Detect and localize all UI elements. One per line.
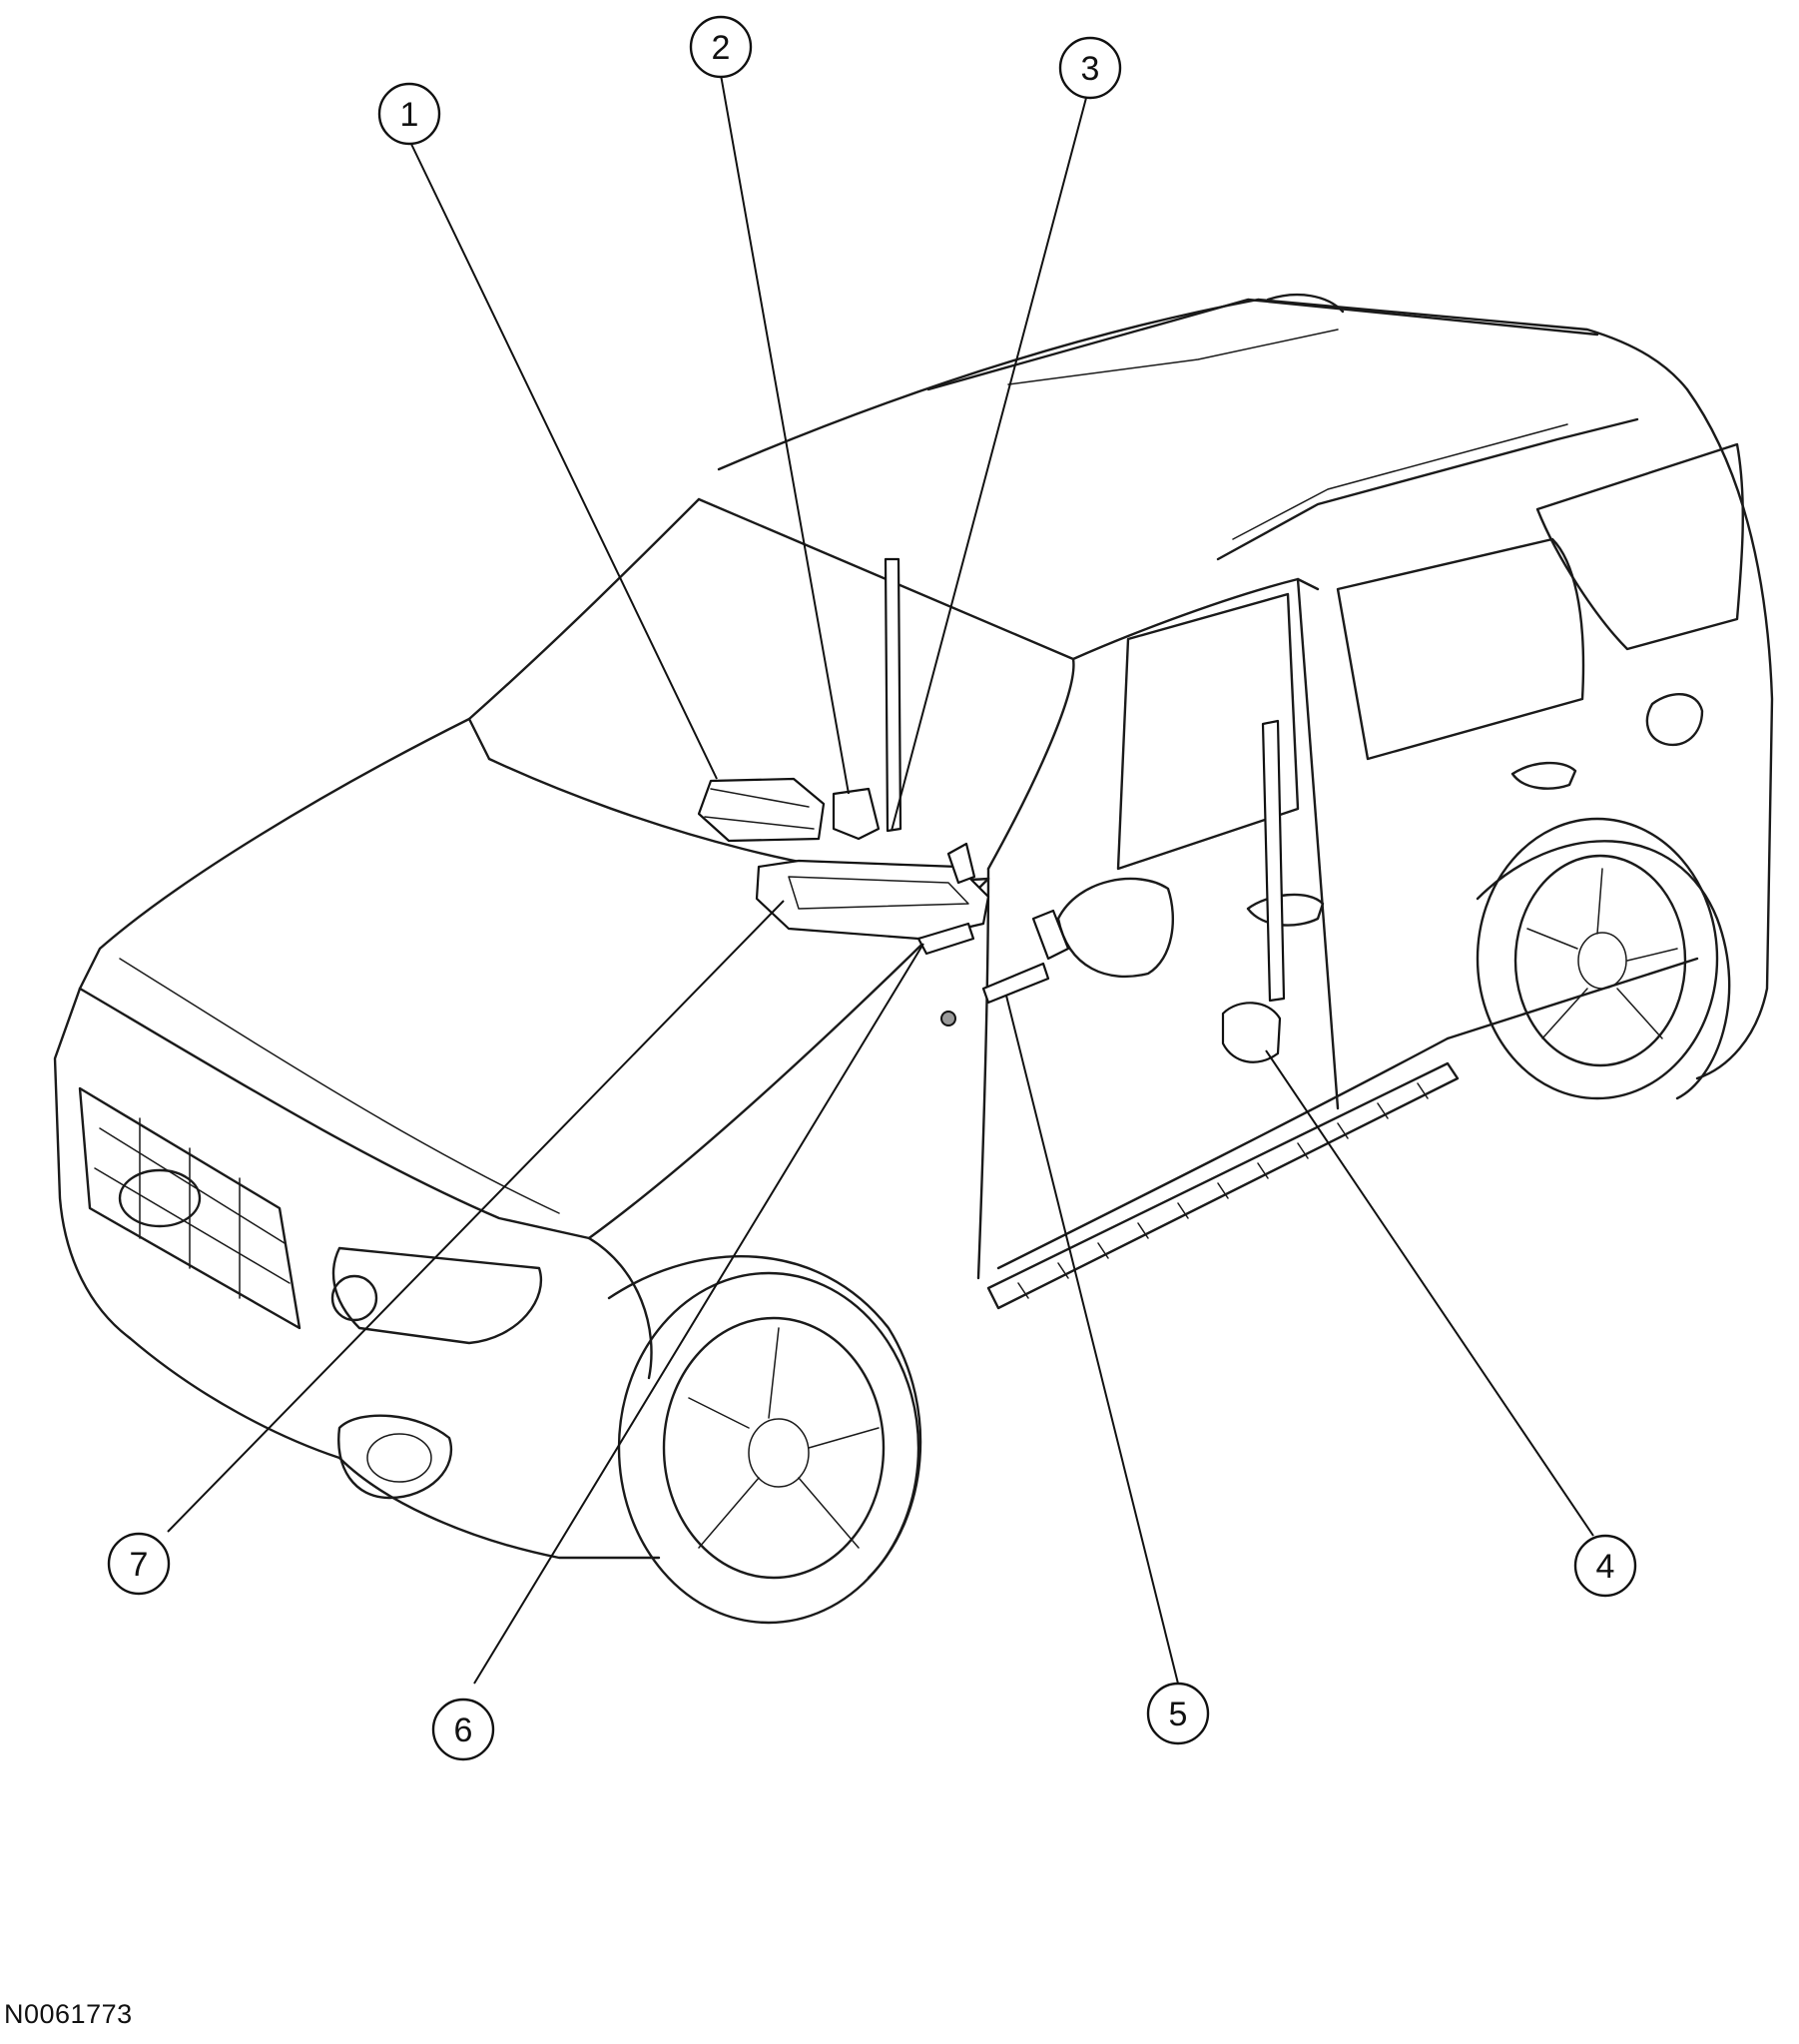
seat-belt-pillar: [884, 557, 902, 833]
leader-line-6: [473, 943, 924, 1685]
rear-seat-belt-retractor: [1221, 1002, 1282, 1063]
running-board-treads: [1017, 1082, 1429, 1299]
callout-label-3: 3: [1081, 50, 1100, 88]
callout-3: 3: [1058, 36, 1122, 100]
callout-7: 7: [107, 1532, 171, 1596]
vehicle-outline: [53, 293, 1774, 1625]
figure-id: N0061773: [4, 1999, 133, 2029]
shoulder-belt-anchor: [1031, 909, 1070, 961]
callout-label-7: 7: [130, 1546, 149, 1584]
callout-label-2: 2: [712, 29, 731, 67]
leader-line-5: [1005, 995, 1179, 1685]
callout-label-4: 4: [1596, 1548, 1615, 1586]
seat-belt-retractor: [832, 787, 881, 841]
leader-line-4: [1265, 1049, 1594, 1537]
leader-line-7: [167, 900, 785, 1533]
b-pillar-belt-guide: [1261, 719, 1286, 1003]
leader-lines: [167, 74, 1594, 1685]
safety-components: [697, 557, 1286, 1063]
leader-line-3: [891, 97, 1087, 832]
callout-1: 1: [377, 82, 441, 146]
leader-line-1: [408, 139, 718, 780]
seat-belt-buckle: [946, 842, 976, 885]
seat-cushion-sensor: [755, 859, 990, 941]
leader-line-2: [720, 74, 850, 795]
passenger-airbag-module: [697, 777, 826, 843]
callout-4: 4: [1573, 1534, 1637, 1598]
callout-5: 5: [1146, 1682, 1210, 1745]
callout-2: 2: [689, 15, 753, 79]
front-side-impact-sensor: [916, 922, 975, 956]
callout-6: 6: [431, 1698, 495, 1761]
callout-label-5: 5: [1169, 1696, 1188, 1733]
callout-label-6: 6: [454, 1711, 473, 1749]
b-pillar-sensor: [981, 962, 1050, 1005]
impact-sensor: [940, 1011, 956, 1026]
callout-label-1: 1: [400, 96, 419, 134]
